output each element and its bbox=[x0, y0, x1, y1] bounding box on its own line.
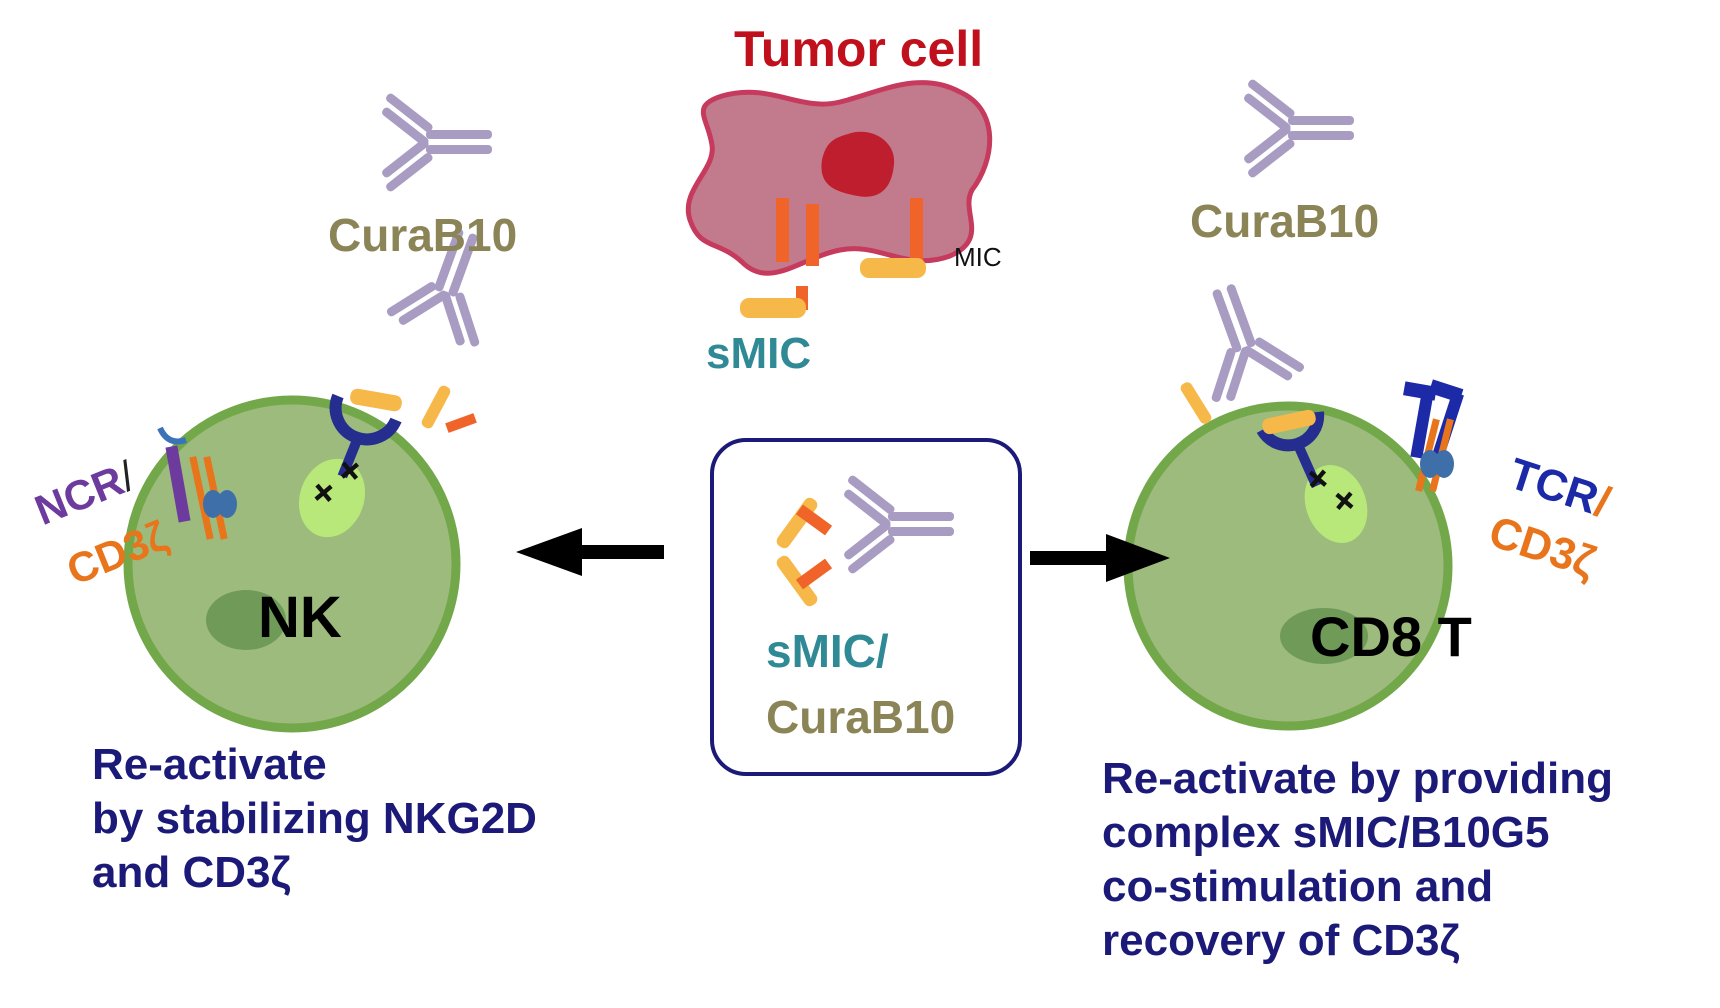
mic-label: MIC bbox=[954, 242, 1002, 272]
description-right-line: complex sMIC/B10G5 bbox=[1102, 808, 1550, 857]
curab10-antibody-right bbox=[1242, 78, 1354, 179]
smic-label: sMIC bbox=[706, 329, 812, 378]
description-left: Re-activate by stabilizing NKG2D and CD3… bbox=[92, 738, 537, 900]
cd3z-left-icon bbox=[189, 456, 237, 540]
nkg2d-receptor-icon bbox=[1256, 411, 1325, 452]
lipid-raft-icon bbox=[298, 458, 366, 538]
description-right: Re-activate by providing complex sMIC/B1… bbox=[1102, 752, 1613, 968]
nk-cell-nucleus bbox=[206, 590, 286, 650]
curab10-antibody-left bbox=[380, 92, 492, 193]
tumor-nucleus bbox=[821, 131, 895, 197]
tumor-cell-label: Tumor cell bbox=[734, 21, 984, 77]
arrow-right-icon bbox=[1030, 534, 1170, 582]
cd8t-cell-membrane bbox=[1123, 401, 1453, 731]
description-right-line: recovery of CD3ζ bbox=[1102, 916, 1460, 965]
nk-cell bbox=[123, 214, 516, 733]
description-right-line: co-stimulation and bbox=[1102, 862, 1494, 911]
tumor-cell bbox=[685, 80, 993, 318]
cd8t-cell-nucleus bbox=[1280, 608, 1368, 664]
curab10-label-right: CuraB10 bbox=[1190, 195, 1380, 247]
lipid-raft-icon bbox=[1304, 465, 1368, 543]
nkg2d-receptor-icon bbox=[329, 393, 402, 446]
arrow-left-icon bbox=[516, 528, 664, 576]
cd8t-label: CD8 T bbox=[1310, 605, 1472, 668]
mic-molecules bbox=[740, 198, 926, 318]
description-left-line: and CD3ζ bbox=[92, 848, 291, 897]
box-smic-label: sMIC/ bbox=[766, 625, 889, 677]
tcr-receptor-icon bbox=[1403, 379, 1464, 459]
cd3z-right-icon bbox=[1415, 418, 1454, 492]
nk-label: NK bbox=[258, 585, 342, 650]
description-right-line: Re-activate by providing bbox=[1102, 754, 1614, 803]
cd8t-cell bbox=[1123, 269, 1464, 731]
description-left-line: by stabilizing NKG2D bbox=[92, 794, 537, 843]
description-left-line: Re-activate bbox=[92, 740, 327, 789]
smic-ligand bbox=[740, 298, 806, 318]
curab10-label-left: CuraB10 bbox=[328, 209, 518, 261]
ncr-receptor-icon bbox=[165, 445, 191, 523]
smic-curab10-complex-icon bbox=[776, 474, 954, 607]
box-curab10-label: CuraB10 bbox=[766, 691, 956, 743]
